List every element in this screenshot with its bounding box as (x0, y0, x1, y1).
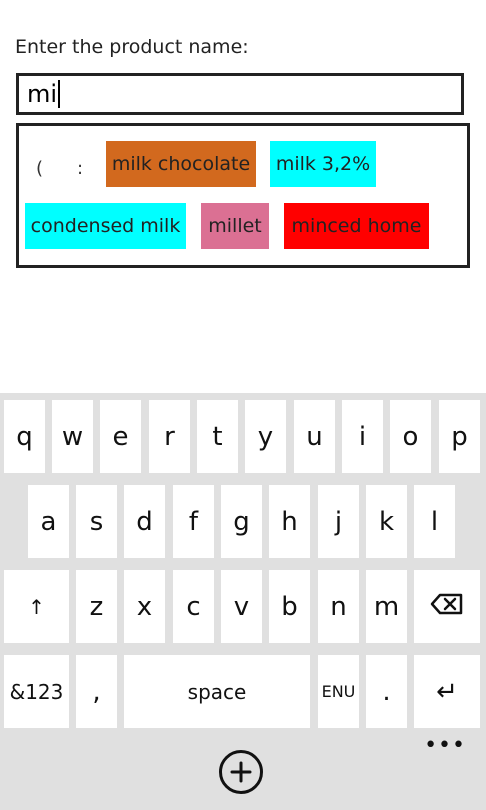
key-f[interactable]: f (173, 485, 214, 558)
period-key[interactable]: . (366, 655, 407, 728)
key-t[interactable]: t (197, 400, 238, 473)
suggestion-chip[interactable]: milk 3,2% (270, 141, 376, 187)
language-key[interactable]: ENU (318, 655, 359, 728)
key-p[interactable]: p (439, 400, 480, 473)
key-u[interactable]: u (294, 400, 335, 473)
key-h[interactable]: h (269, 485, 310, 558)
key-z[interactable]: z (76, 570, 117, 643)
key-m[interactable]: m (366, 570, 407, 643)
shift-key[interactable]: ↑ (4, 570, 69, 643)
key-g[interactable]: g (221, 485, 262, 558)
key-y[interactable]: y (245, 400, 286, 473)
key-s[interactable]: s (76, 485, 117, 558)
suggestion-chip[interactable]: minced home (284, 203, 429, 249)
backspace-icon (430, 592, 464, 622)
key-j[interactable]: j (318, 485, 359, 558)
enter-icon: ↵ (436, 676, 458, 707)
suggestion-chip[interactable]: millet (201, 203, 269, 249)
text-caret (58, 80, 61, 108)
key-v[interactable]: v (221, 570, 262, 643)
key-o[interactable]: o (390, 400, 431, 473)
key-i[interactable]: i (342, 400, 383, 473)
more-options-icon[interactable]: ••• (424, 733, 466, 758)
key-e[interactable]: e (100, 400, 141, 473)
search-input-value: mi (27, 80, 58, 108)
key-n[interactable]: n (318, 570, 359, 643)
on-screen-keyboard: q w e r t y u i o p a s d f g h j k l ↑ … (0, 393, 486, 810)
key-w[interactable]: w (52, 400, 93, 473)
suggestion-misc-paren: ( (36, 158, 44, 179)
prompt-label: Enter the product name: (15, 36, 249, 58)
key-l[interactable]: l (414, 485, 455, 558)
key-r[interactable]: r (149, 400, 190, 473)
suggestion-chip[interactable]: milk chocolate (106, 141, 256, 187)
key-c[interactable]: c (173, 570, 214, 643)
numbers-key[interactable]: &123 (4, 655, 69, 728)
search-input[interactable]: mi (16, 73, 464, 115)
shift-icon: ↑ (28, 594, 45, 619)
key-a[interactable]: a (28, 485, 69, 558)
key-x[interactable]: x (124, 570, 165, 643)
suggestions-panel: ( : milk chocolate milk 3,2% condensed m… (16, 123, 470, 268)
suggestion-chip[interactable]: condensed milk (25, 203, 186, 249)
suggestion-misc-colon: : (77, 158, 84, 179)
key-b[interactable]: b (269, 570, 310, 643)
comma-key[interactable]: , (76, 655, 117, 728)
key-d[interactable]: d (124, 485, 165, 558)
enter-key[interactable]: ↵ (414, 655, 480, 728)
space-key[interactable]: space (124, 655, 310, 728)
plus-circle-icon[interactable] (219, 750, 263, 794)
key-q[interactable]: q (4, 400, 45, 473)
backspace-key[interactable] (414, 570, 480, 643)
key-k[interactable]: k (366, 485, 407, 558)
